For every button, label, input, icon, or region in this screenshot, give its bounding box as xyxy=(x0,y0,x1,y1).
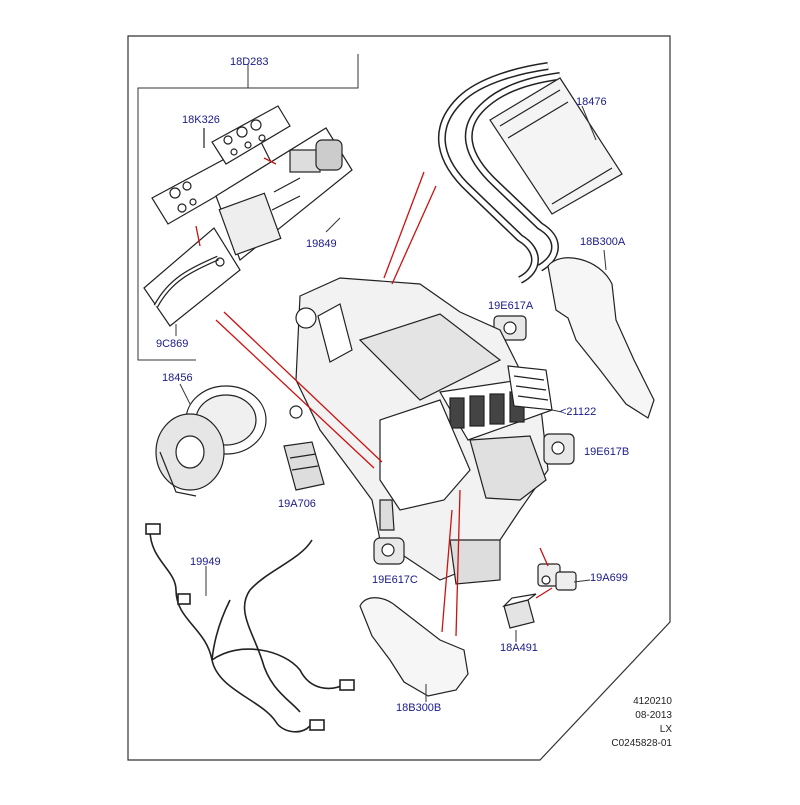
actuator-b xyxy=(543,433,575,465)
blower-resistor xyxy=(283,441,325,491)
footer-date: 08-2013 xyxy=(635,710,672,721)
label-18K326: 18K326 xyxy=(182,114,220,126)
expansion-valve xyxy=(215,127,353,261)
label-19A699: 19A699 xyxy=(590,572,628,584)
label-18456: 18456 xyxy=(162,372,193,384)
label-19A706: 19A706 xyxy=(278,498,316,510)
label-19949: 19949 xyxy=(190,556,221,568)
side-panel-b xyxy=(359,597,469,697)
footer-ref: C0245828-01 xyxy=(611,738,672,749)
wiring-harness xyxy=(145,523,355,733)
label-21122: <21122 xyxy=(560,406,597,418)
temperature-sensor xyxy=(537,563,577,591)
actuator-c xyxy=(373,537,405,565)
label-19E617C: 19E617C xyxy=(372,574,418,586)
footer-code: 4120210 xyxy=(633,696,672,707)
foam-block xyxy=(502,593,537,629)
label-19E617B: 19E617B xyxy=(584,446,630,458)
label-18A491: 18A491 xyxy=(500,642,538,654)
label-19849: 19849 xyxy=(306,238,337,250)
side-panel-a xyxy=(547,257,655,419)
label-18B300A: 18B300A xyxy=(580,236,626,248)
hvac-housing xyxy=(289,277,554,585)
label-18D283: 18D283 xyxy=(230,56,269,68)
highlight-lines xyxy=(195,157,553,637)
label-18B300B: 18B300B xyxy=(396,702,442,714)
diagram-border xyxy=(127,35,671,761)
heater-core xyxy=(438,62,623,284)
group-box-18D283 xyxy=(137,54,359,361)
footer-model: LX xyxy=(659,724,672,735)
blower-motor xyxy=(155,385,267,497)
hose-9c869 xyxy=(143,227,241,327)
label-9C869: 9C869 xyxy=(156,338,189,350)
label-18476: 18476 xyxy=(576,96,607,108)
cabin-filter xyxy=(507,365,553,411)
label-19E617A: 19E617A xyxy=(488,300,534,312)
